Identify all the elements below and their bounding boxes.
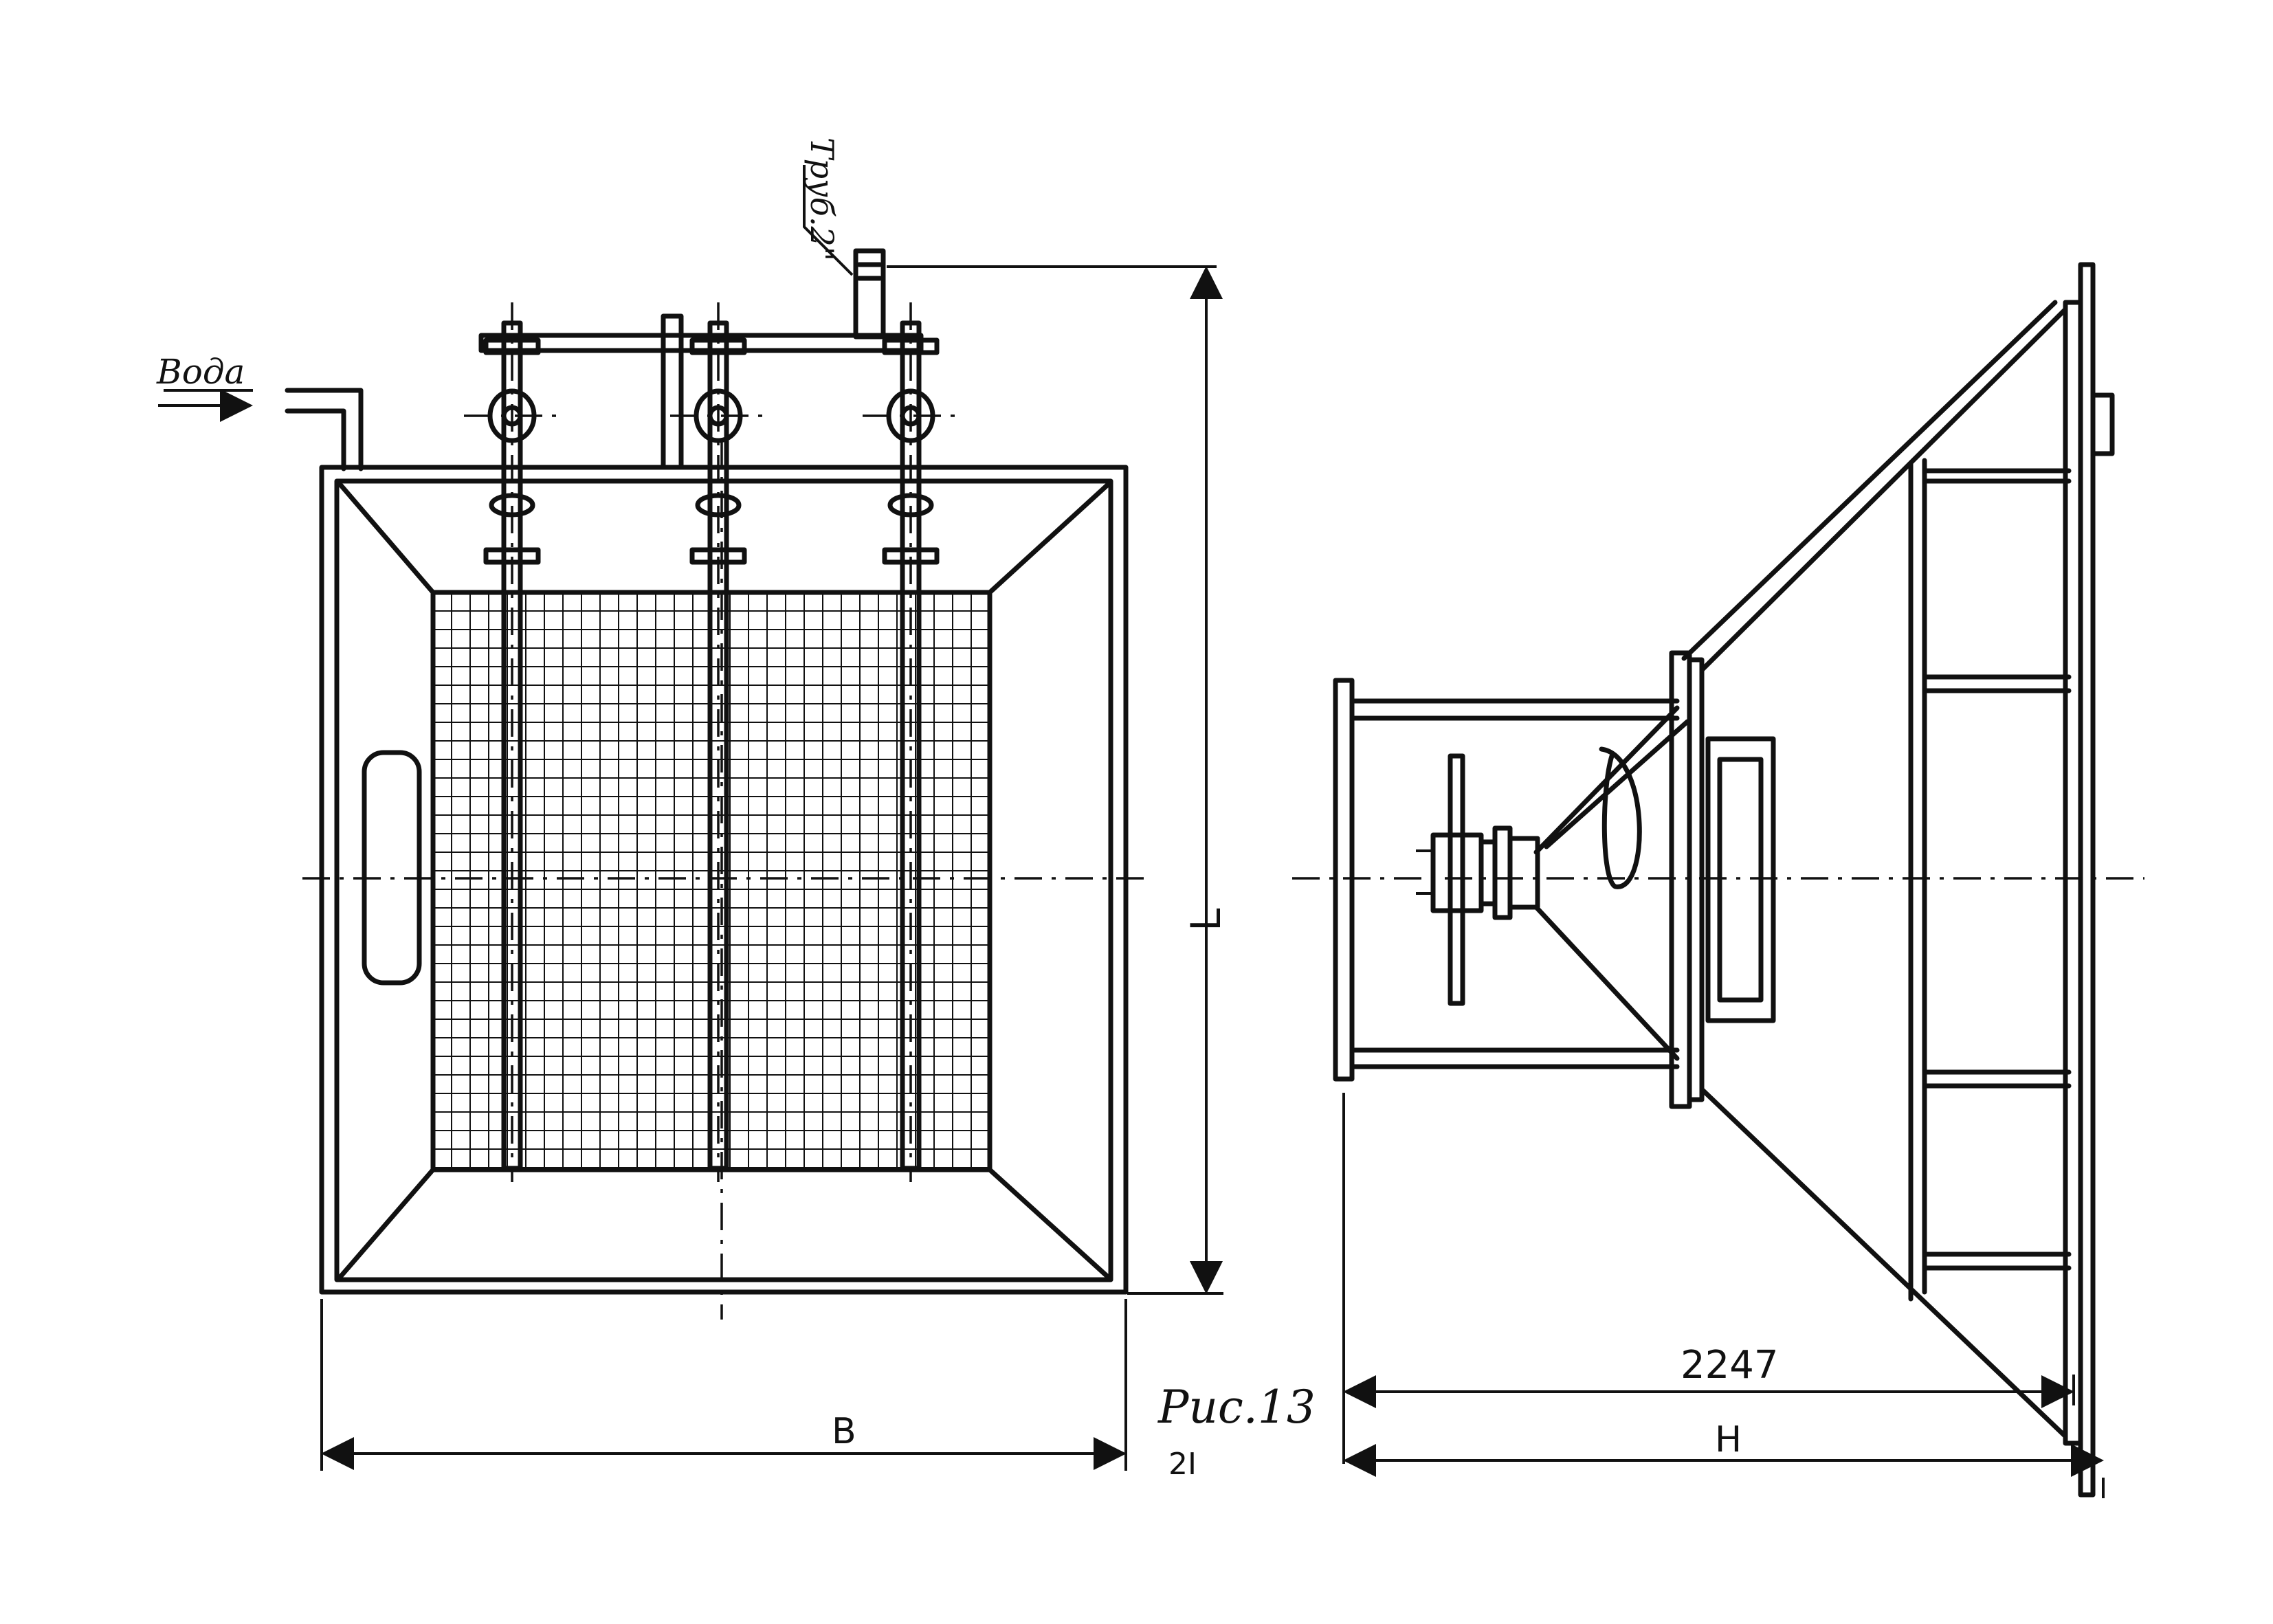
water-inlet-pipe [285, 388, 364, 471]
dimension-h-label: H [1715, 1419, 1742, 1460]
spray-pipe-valve [863, 302, 959, 1182]
side-view [1292, 262, 2144, 1498]
pipe-label: Труб.2" [803, 137, 841, 261]
fan-hub [1416, 753, 1540, 1006]
dimension-2247-label: 2247 [1681, 1343, 1779, 1388]
water-label: Вода [156, 352, 245, 392]
pipe-inlet [853, 248, 886, 340]
spray-pipe-valve [464, 302, 560, 1182]
page-number: 2I [1168, 1447, 1197, 1482]
front-view [158, 165, 1223, 1471]
figure-label: Рис.13 [1157, 1381, 1316, 1434]
spray-pipe-valve [670, 302, 766, 1182]
spray-pipes [464, 302, 959, 1182]
dimension-l-label: L [1182, 908, 1230, 931]
dimension-b-label: B [832, 1411, 856, 1452]
access-hatch [362, 750, 422, 986]
